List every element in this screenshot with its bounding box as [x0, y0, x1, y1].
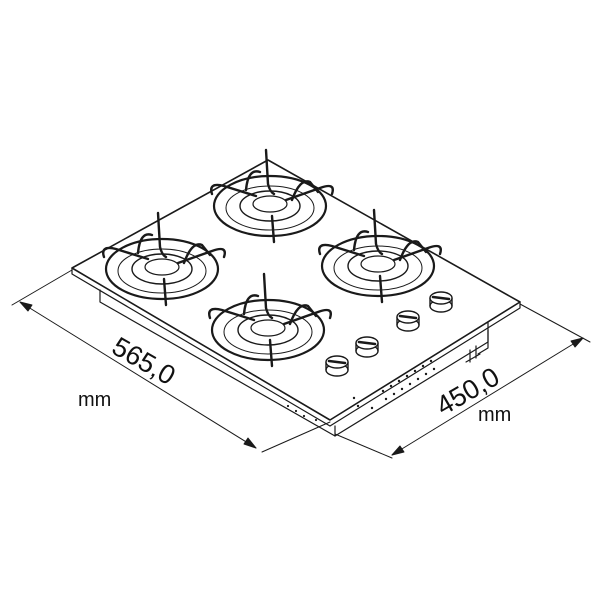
grate-arm	[162, 277, 168, 307]
burner-cap	[360, 255, 396, 273]
burner-cap	[250, 319, 286, 337]
grate-ring	[212, 174, 328, 238]
glass-top-plate	[71, 159, 521, 427]
burner-ring-outer	[225, 185, 315, 231]
control-knobs	[325, 291, 453, 377]
grate-arm	[102, 246, 150, 261]
burner-ring-outer	[117, 248, 207, 294]
grate-arm	[378, 274, 384, 304]
burner-cap	[144, 258, 180, 276]
width-dimension-value: 565,0	[107, 331, 181, 391]
grate-arm	[136, 233, 154, 255]
knob-grip	[398, 314, 418, 320]
grate-ring	[210, 298, 326, 362]
grate-arm	[284, 184, 334, 202]
grate-arm	[242, 294, 260, 316]
grate-arm	[318, 243, 366, 258]
burners-group	[102, 148, 442, 368]
grate-arm	[156, 211, 168, 259]
grate-arm	[352, 230, 370, 252]
grate-arm	[282, 308, 332, 326]
grate-arm	[270, 214, 276, 244]
burner-back-left	[210, 148, 334, 244]
control-knob[interactable]	[429, 291, 453, 313]
grate-arm	[398, 240, 428, 262]
knob-grip	[357, 340, 377, 346]
burner-front-right	[208, 272, 332, 368]
control-knob[interactable]	[325, 355, 349, 377]
burner-cap	[252, 195, 288, 213]
depth-dimension-line	[334, 303, 591, 459]
grate-arm	[268, 338, 274, 368]
width-dimension-line	[11, 269, 331, 453]
grate-arm	[176, 247, 226, 265]
grate-arm	[182, 243, 212, 265]
cooktop-body	[99, 289, 489, 437]
control-knob[interactable]	[396, 310, 420, 332]
grate-arm	[372, 208, 384, 256]
grate-arm	[244, 170, 262, 192]
grate-arm	[288, 304, 318, 326]
grate-arm	[290, 180, 320, 202]
grate-ring	[104, 237, 220, 301]
grate-arm	[262, 272, 274, 320]
vent-holes	[286, 359, 436, 422]
grate-arm	[392, 244, 442, 262]
control-knob[interactable]	[355, 336, 379, 358]
grate-arm	[210, 183, 258, 198]
depth-dimension-unit: mm	[478, 404, 511, 426]
burner-ring-outer	[223, 309, 313, 355]
width-dimension-unit: mm	[78, 389, 111, 411]
grate-arm	[264, 148, 276, 196]
grate-arm	[208, 307, 256, 322]
burner-back-right	[318, 208, 442, 304]
burner-ring-outer	[333, 245, 423, 291]
knob-grip	[431, 295, 451, 301]
burner-front-left	[102, 211, 226, 307]
grate-ring	[320, 234, 436, 298]
knob-grip	[327, 359, 347, 365]
